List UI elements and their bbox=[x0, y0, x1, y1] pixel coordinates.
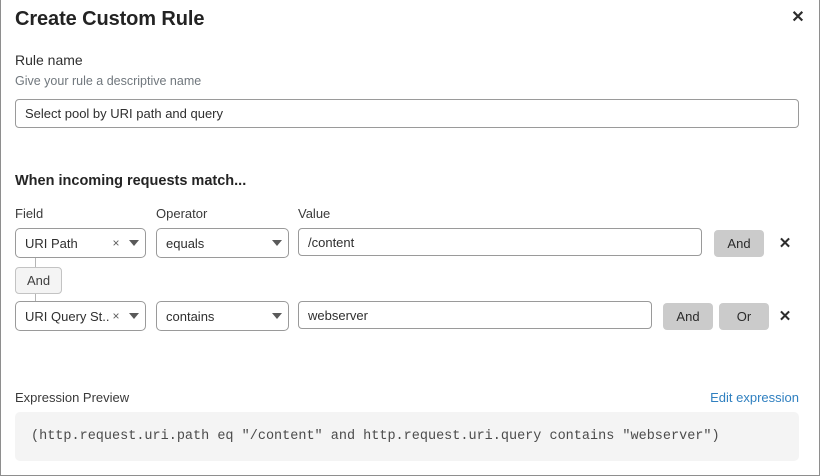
expression-preview-box: (http.request.uri.path eq "/content" and… bbox=[15, 412, 799, 461]
connector-and-badge[interactable]: And bbox=[15, 267, 63, 294]
expression-preview-label: Expression Preview bbox=[15, 390, 130, 405]
rule-name-help-text: Give your rule a descriptive name bbox=[15, 74, 202, 88]
column-header-operator: Operator bbox=[156, 206, 208, 221]
add-and-condition-button-1[interactable]: And bbox=[663, 303, 713, 330]
close-icon[interactable]: ✕ bbox=[791, 9, 805, 26]
clear-icon[interactable]: × bbox=[112, 309, 120, 323]
connector-line-bottom bbox=[35, 294, 36, 303]
value-input-0[interactable] bbox=[298, 228, 702, 256]
condition-row: URI Query St... × contains And Or ✕ bbox=[1, 301, 820, 331]
condition-connector: And bbox=[1, 258, 201, 306]
chevron-down-icon[interactable] bbox=[266, 313, 288, 319]
operator-select-1[interactable]: contains bbox=[156, 301, 289, 331]
chevron-down-icon[interactable] bbox=[123, 240, 145, 246]
edit-expression-link[interactable]: Edit expression bbox=[710, 390, 799, 405]
column-header-field: Field bbox=[15, 206, 44, 221]
condition-row: URI Path × equals And ✕ bbox=[1, 228, 820, 258]
add-or-condition-button-1[interactable]: Or bbox=[719, 303, 769, 330]
connector-line-top bbox=[35, 258, 36, 267]
chevron-down-icon[interactable] bbox=[266, 240, 288, 246]
rule-name-input[interactable] bbox=[15, 99, 799, 128]
column-header-value: Value bbox=[298, 206, 331, 221]
operator-select-label-1: contains bbox=[166, 308, 215, 324]
value-input-1[interactable] bbox=[298, 301, 652, 329]
conditions-heading: When incoming requests match... bbox=[15, 173, 247, 189]
operator-select-label-0: equals bbox=[166, 235, 205, 251]
chevron-down-icon[interactable] bbox=[123, 313, 145, 319]
field-select-label-1: URI Query St... bbox=[25, 308, 109, 324]
field-select-0[interactable]: URI Path × bbox=[15, 228, 146, 258]
remove-condition-icon-1[interactable]: ✕ bbox=[778, 308, 792, 325]
field-select-1[interactable]: URI Query St... × bbox=[15, 301, 146, 331]
expression-preview-text: (http.request.uri.path eq "/content" and… bbox=[31, 429, 720, 444]
page-title: Create Custom Rule bbox=[15, 8, 205, 30]
rule-name-label: Rule name bbox=[15, 52, 83, 68]
remove-condition-icon-0[interactable]: ✕ bbox=[778, 235, 792, 252]
field-select-label-0: URI Path bbox=[25, 235, 78, 251]
operator-select-0[interactable]: equals bbox=[156, 228, 289, 258]
add-and-condition-button-0[interactable]: And bbox=[714, 230, 764, 257]
clear-icon[interactable]: × bbox=[112, 236, 120, 250]
